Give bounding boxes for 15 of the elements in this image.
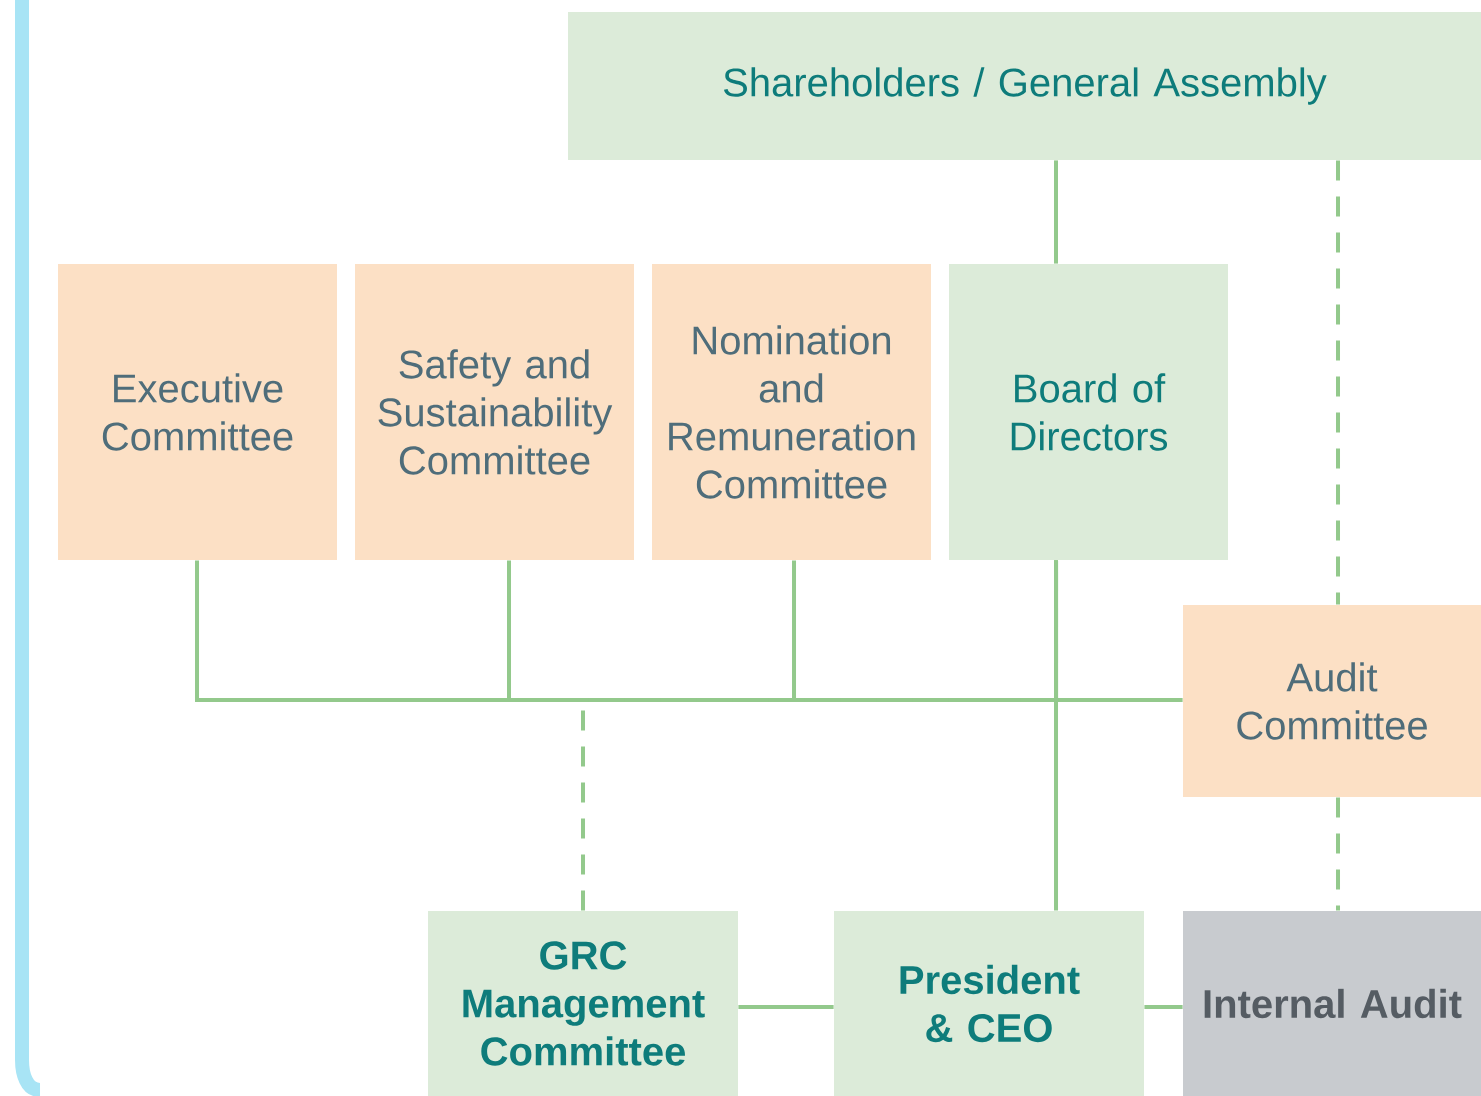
connector-line [1054, 560, 1058, 911]
management-box: GRC Management Committee [428, 911, 738, 1096]
connector-line [738, 1005, 834, 1009]
committee-box: Nomination and Remuneration Committee [652, 264, 931, 560]
dashed-connector [1336, 160, 1340, 605]
committee-box: Executive Committee [58, 264, 337, 560]
committee-box: Audit Committee [1183, 605, 1481, 797]
connector-line [1144, 1005, 1183, 1009]
dashed-connector [1336, 797, 1340, 911]
assembly-box: Shareholders / General Assembly [568, 12, 1481, 160]
executive-box: President & CEO [834, 911, 1144, 1096]
audit-box: Internal Audit [1183, 911, 1481, 1096]
connector-line [1054, 160, 1058, 264]
board-box: Board of Directors [949, 264, 1228, 560]
committee-box: Safety and Sustainability Committee [355, 264, 634, 560]
